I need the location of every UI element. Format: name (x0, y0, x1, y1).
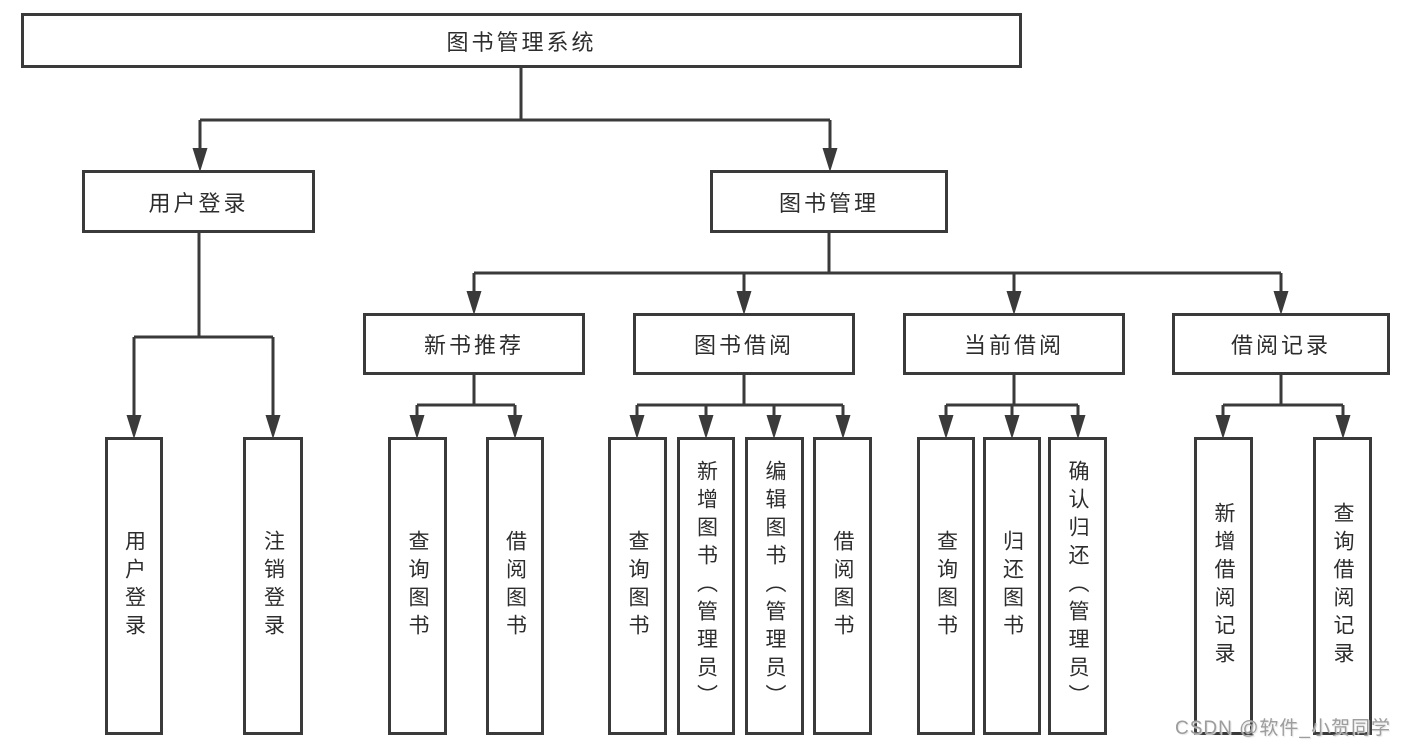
arrow-down-icon (192, 148, 208, 172)
leaf-current-query-books: 查询图书 (917, 437, 975, 735)
arrow-down-icon (1070, 415, 1086, 439)
leaf-label: 查询借阅记录 (1331, 502, 1355, 670)
leaf-label: 查询图书 (626, 530, 650, 642)
leaf-borrow-query-books: 查询图书 (608, 437, 667, 735)
leaf-label: 查询图书 (934, 530, 958, 642)
leaf-confirm-return-admin: 确认归还（管理员） (1048, 437, 1107, 735)
leaf-return-book: 归还图书 (983, 437, 1041, 735)
leaf-label: 新增借阅记录 (1212, 502, 1236, 670)
arrow-down-icon (1273, 291, 1289, 315)
arrow-down-icon (736, 291, 752, 315)
leaf-logout: 注销登录 (243, 437, 303, 735)
arrow-down-icon (265, 415, 281, 439)
leaf-label: 归还图书 (1000, 530, 1024, 642)
node-new-book-recommend: 新书推荐 (363, 313, 585, 375)
node-user-login: 用户登录 (82, 170, 315, 233)
arrow-down-icon (466, 291, 482, 315)
arrow-down-icon (629, 415, 645, 439)
leaf-borrow-books: 借阅图书 (813, 437, 872, 735)
leaf-label: 注销登录 (261, 530, 285, 642)
arrow-down-icon (1215, 415, 1231, 439)
leaf-label: 借阅图书 (503, 530, 527, 642)
leaf-label: 新增图书（管理员） (694, 460, 718, 712)
leaf-newbooks-query-books: 查询图书 (388, 437, 447, 735)
leaf-user-login: 用户登录 (105, 437, 163, 735)
node-book-management: 图书管理 (710, 170, 948, 233)
arrow-down-icon (822, 148, 838, 172)
arrow-down-icon (938, 415, 954, 439)
node-root-system: 图书管理系统 (21, 13, 1022, 68)
arrow-down-icon (698, 415, 714, 439)
leaf-edit-book-admin: 编辑图书（管理员） (745, 437, 804, 735)
leaf-newbooks-borrow-books: 借阅图书 (486, 437, 544, 735)
csdn-watermark: CSDN @软件_小贺同学 (1175, 718, 1391, 739)
arrow-down-icon (507, 415, 523, 439)
leaf-label: 确认归还（管理员） (1066, 460, 1090, 712)
leaf-add-borrow-record: 新增借阅记录 (1194, 437, 1253, 735)
node-borrow-records: 借阅记录 (1172, 313, 1390, 375)
node-book-borrow: 图书借阅 (633, 313, 855, 375)
arrow-down-icon (835, 415, 851, 439)
arrow-down-icon (1006, 291, 1022, 315)
arrow-down-icon (126, 415, 142, 439)
arrow-down-icon (409, 415, 425, 439)
arrow-down-icon (1004, 415, 1020, 439)
leaf-label: 借阅图书 (831, 530, 855, 642)
node-current-borrow: 当前借阅 (903, 313, 1125, 375)
leaf-label: 用户登录 (122, 530, 146, 642)
arrow-down-icon (766, 415, 782, 439)
leaf-add-book-admin: 新增图书（管理员） (677, 437, 735, 735)
leaf-label: 查询图书 (406, 530, 430, 642)
arrow-down-icon (1335, 415, 1351, 439)
leaf-label: 编辑图书（管理员） (763, 460, 787, 712)
leaf-query-borrow-record: 查询借阅记录 (1313, 437, 1372, 735)
